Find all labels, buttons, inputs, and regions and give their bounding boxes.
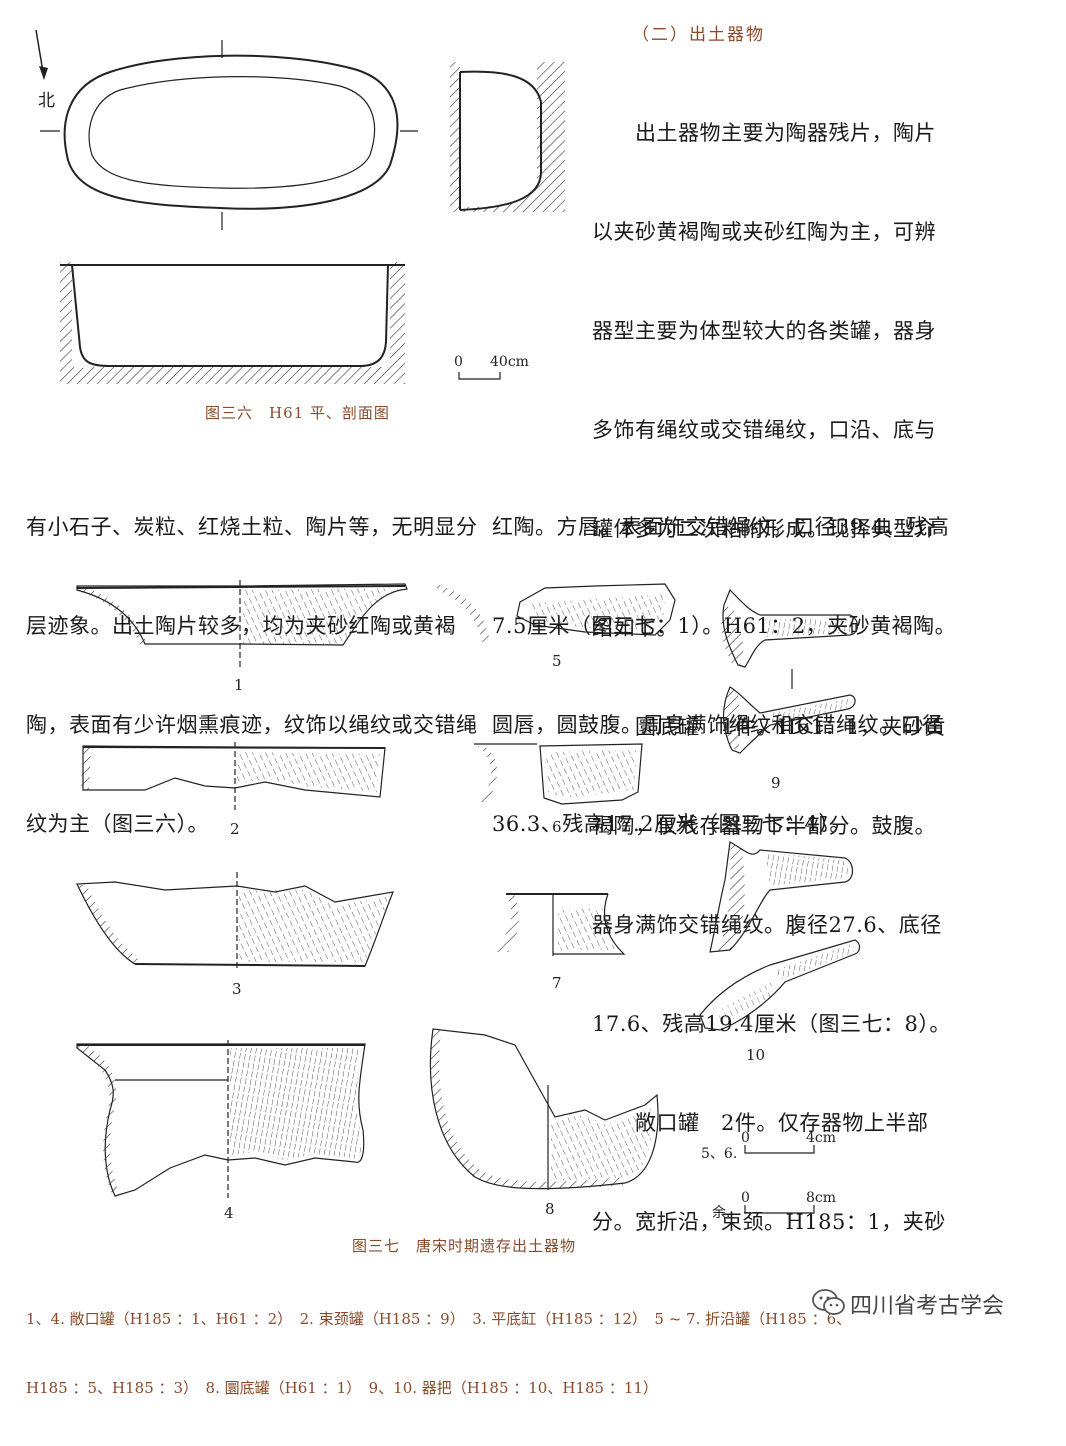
figure-number-7: 7 <box>552 974 562 992</box>
figure-number-5: 5 <box>552 652 562 670</box>
text-line: 分。宽折沿，束颈。H185：1，夹砂 <box>592 1210 946 1234</box>
north-arrow-icon <box>35 29 48 80</box>
plan-view <box>40 40 418 230</box>
scale-small-bar <box>744 1145 815 1154</box>
scale-large-label: 余. <box>712 1205 731 1221</box>
text-line: 红陶。方唇。表面饰交错绳纹。口径39.4、残高 <box>492 515 950 539</box>
pottery-drawing-3 <box>76 872 394 968</box>
fig36-scale-value: 40cm <box>490 354 529 370</box>
profile-section <box>60 262 405 384</box>
text-line: 有小石子、炭粒、红烧土粒、陶片等，无明显分 <box>26 515 478 539</box>
text-line: 17.6、残高19.4厘米（图三七：8）。 <box>592 1012 951 1036</box>
figure-number-2: 2 <box>230 820 240 838</box>
figure-number-10: 10 <box>746 1046 766 1064</box>
scale-large-value: 8cm <box>806 1190 837 1206</box>
text-line: 敞口罐 2件。仅存器物上半部 <box>592 1111 929 1135</box>
text-line: 褐陶，仅残存器物下半部分。鼓腹。 <box>592 814 936 838</box>
legend-line: H185 ：5、H185 ：3） 8. 圜底罐（H61 ：1） 9、10. 器把… <box>26 1379 658 1397</box>
section-heading: （二）出土器物 <box>632 25 765 45</box>
wechat-icon <box>812 1289 845 1315</box>
figure-number-8: 8 <box>545 1200 555 1218</box>
fig37-caption: 图三七 唐宋时期遗存出土器物 <box>352 1237 577 1255</box>
fig36-scale-zero: 0 <box>454 354 463 370</box>
figure-number-9: 9 <box>771 774 781 792</box>
figure-number-3: 3 <box>232 980 242 998</box>
scale-large-zero: 0 <box>741 1190 750 1206</box>
pottery-drawing-2 <box>81 742 386 810</box>
text-line: 圆唇，圆鼓腹。周身满饰绳纹和交错绳纹。口径 <box>492 713 944 737</box>
north-label: 北 <box>38 91 55 111</box>
pottery-drawing-9 <box>721 588 859 754</box>
left-column-text: 有小石子、炭粒、红烧土粒、陶片等，无明显分 层迹象。出土陶片较多，均为夹砂红陶或… <box>26 445 478 874</box>
text-line: 层迹象。出土陶片较多，均为夹砂红陶或黄褐 <box>26 614 456 638</box>
pottery-drawing-6 <box>474 743 643 805</box>
figure-number-4: 4 <box>224 1204 234 1222</box>
pottery-drawing-4 <box>76 1040 366 1198</box>
side-section <box>450 62 565 212</box>
pottery-drawing-7 <box>492 893 626 956</box>
text-line: 罐体多为二次粘附形成。现择典型介 <box>592 517 936 541</box>
scale-large-bar <box>744 1205 815 1214</box>
figure-number-6: 6 <box>552 818 562 836</box>
legend-line: 1、4. 敞口罐（H185 ：1、H61 ：2） 2. 束颈罐（H185 ：9）… <box>26 1310 852 1328</box>
figure-number-1: 1 <box>234 676 244 694</box>
text-line: 圜底罐 1件。H61：1，夹砂黄 <box>592 715 946 739</box>
text-line: 器型主要为体型较大的各类罐，器身 <box>592 319 936 343</box>
scale-small-zero: 0 <box>741 1130 750 1146</box>
pottery-drawing-1 <box>76 580 408 668</box>
right-column-text: 出土器物主要为陶器残片，陶片 以夹砂黄褐陶或夹砂红陶为主，可辨 器型主要为体型较… <box>592 51 951 1272</box>
text-line: 器身满饰交错绳纹。腹径27.6、底径 <box>592 913 942 937</box>
text-line: 纹为主（图三六）。 <box>26 812 209 836</box>
text-line: 以夹砂黄褐陶或夹砂红陶为主，可辨 <box>592 220 936 244</box>
text-line: 多饰有绳纹或交错绳纹，口沿、底与 <box>592 418 936 442</box>
pottery-drawing-10 <box>699 841 861 1031</box>
pottery-drawing-8 <box>429 1028 659 1190</box>
fig36-caption: 图三六 H61 平、剖面图 <box>205 404 390 422</box>
pottery-drawing-5 <box>437 583 676 644</box>
scale-small-label: 5、6. <box>701 1146 738 1162</box>
text-line: 出土器物主要为陶器残片，陶片 <box>592 121 936 145</box>
scale-small-value: 4cm <box>806 1130 837 1146</box>
fig36-scale-bar <box>458 372 501 380</box>
text-line: 陶，表面有少许烟熏痕迹，纹饰以绳纹或交错绳 <box>26 713 478 737</box>
text-line: 36.3、残高17.2厘米（图三七：4）。 <box>492 812 851 836</box>
watermark-text: 四川省考古学会 <box>850 1294 1005 1319</box>
